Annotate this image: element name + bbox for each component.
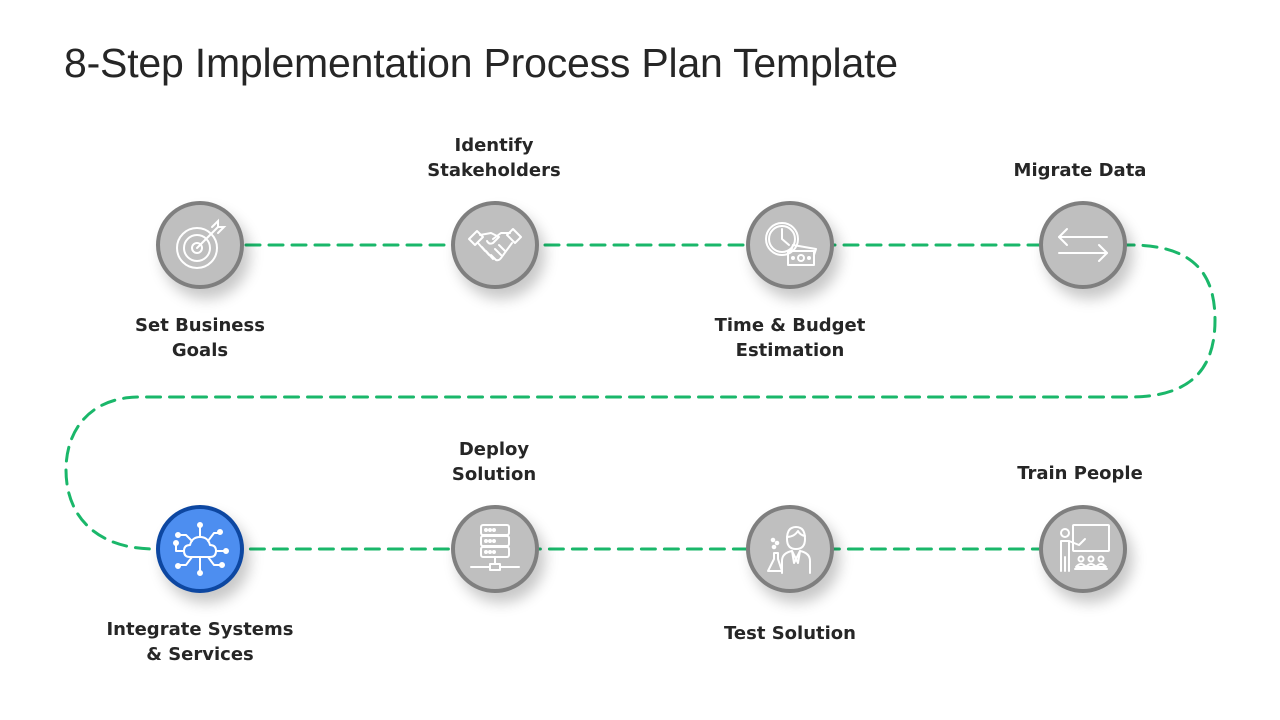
step-3-label: Time & Budget Estimation bbox=[714, 315, 866, 361]
step-6-node[interactable] bbox=[451, 505, 539, 593]
step-1-node[interactable] bbox=[156, 201, 244, 289]
step-6-label: Deploy Solution bbox=[451, 439, 537, 485]
cloud-network-icon bbox=[173, 522, 229, 576]
step-7-label: Test Solution bbox=[724, 623, 856, 644]
step-4-label: Migrate Data bbox=[1013, 160, 1147, 181]
step-2-node[interactable] bbox=[451, 201, 539, 289]
step-8-node[interactable] bbox=[1039, 505, 1127, 593]
step-5-label: Integrate Systems & Services bbox=[106, 619, 294, 665]
scientist-icon bbox=[767, 526, 811, 574]
step-5-node[interactable] bbox=[156, 505, 244, 593]
step-3-node[interactable] bbox=[746, 201, 834, 289]
presentation-icon bbox=[1060, 524, 1110, 572]
handshake-icon bbox=[468, 228, 522, 262]
page-title: 8-Step Implementation Process Plan Templ… bbox=[64, 40, 898, 86]
clock-money-icon bbox=[765, 222, 817, 266]
server-icon bbox=[470, 524, 520, 571]
exchange-arrows-icon bbox=[1058, 228, 1108, 262]
step-8-label: Train People bbox=[1017, 463, 1143, 484]
target-icon bbox=[176, 218, 227, 269]
step-2-label: Identify Stakeholders bbox=[427, 135, 561, 181]
step-1-label: Set Business Goals bbox=[135, 315, 265, 361]
step-4-node[interactable] bbox=[1039, 201, 1127, 289]
step-7-node[interactable] bbox=[746, 505, 834, 593]
